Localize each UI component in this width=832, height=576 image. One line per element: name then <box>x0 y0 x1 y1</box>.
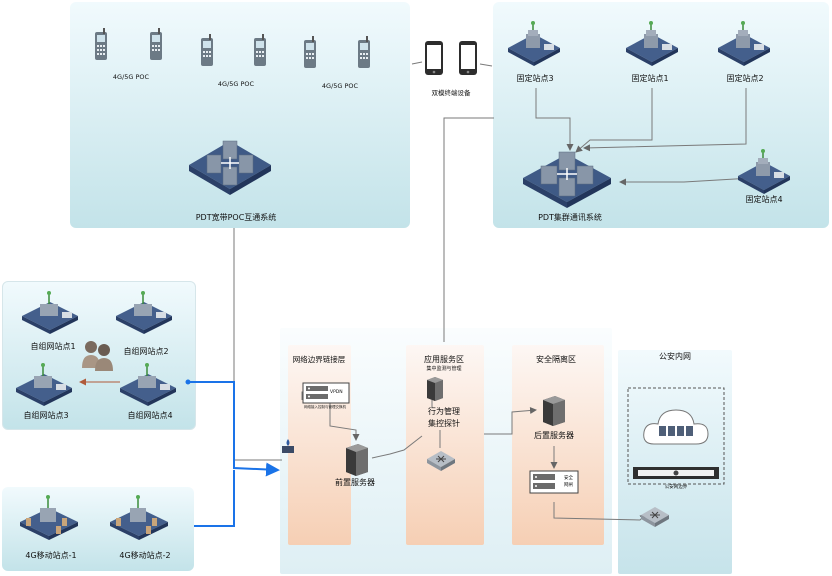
adhoc-site-label: 自组网站点2 <box>123 347 169 356</box>
app-switch-icon <box>426 450 456 477</box>
rear-server-label: 后置服务器 <box>534 431 574 440</box>
mobile-blue-link <box>194 470 235 527</box>
vpdn-down <box>329 400 360 441</box>
station-label: 固定站点1 <box>631 74 669 83</box>
adhoc-site-label: 自组网站点1 <box>30 342 76 351</box>
dual-mode-dashes <box>411 61 493 67</box>
app-to-cluster-link <box>443 117 494 342</box>
phone-icon <box>302 36 318 75</box>
police-device-label: 公安网边界 <box>664 485 688 490</box>
adhoc-site-label: 自组网站点3 <box>23 411 69 420</box>
station-label: 固定站点2 <box>726 74 764 83</box>
gateway-sublabel: 安全 <box>564 476 573 481</box>
front-server-icon <box>344 442 370 481</box>
police-zone-title: 公安内网 <box>659 352 691 361</box>
station1-down <box>575 88 653 153</box>
cloud-icon <box>640 404 712 453</box>
security-gateway-icon <box>529 470 579 499</box>
front-to-app <box>371 435 423 459</box>
mobile-site-label: 4G移动站点-2 <box>119 551 171 560</box>
app-zone <box>406 345 484 545</box>
police-intranet-zone <box>618 350 732 574</box>
phone-icon <box>199 34 215 73</box>
gateway-sublabel: 网闸 <box>564 483 573 488</box>
station3-down <box>535 88 574 151</box>
app-zone-subtitle: 集中监测与管理 <box>426 366 462 372</box>
poc-core-switch-icon <box>185 135 275 204</box>
smartphone-icon <box>458 40 478 81</box>
behavior-server-icon <box>425 376 445 407</box>
vpdn-sublabel: 网络接入控制与管理交换机 <box>304 405 346 409</box>
border-zone-title: 网络边界链接层 <box>292 355 346 364</box>
poc-phone-label: 4G/5G POC <box>321 82 359 90</box>
base-station-icon <box>624 20 680 71</box>
security-zone <box>512 345 604 545</box>
app-zone-title: 应用服务区 <box>424 355 464 364</box>
vpdn-label: VPDN <box>330 390 343 395</box>
gateway-to-police <box>553 502 647 521</box>
app-to-security <box>484 407 537 435</box>
adhoc-site-icon <box>118 362 178 411</box>
phone-icon <box>93 28 109 67</box>
base-station-icon <box>716 20 772 71</box>
adhoc-site-icon <box>114 290 174 339</box>
station2-down <box>583 88 747 152</box>
police-border-device-icon <box>632 466 720 485</box>
poc-system-label: PDT宽带POC互通系统 <box>195 213 277 222</box>
users-icon <box>80 338 116 377</box>
adhoc-blue-link <box>188 381 280 477</box>
poc-system-panel <box>70 2 410 228</box>
phone-icon <box>252 34 268 73</box>
poc-phone-label: 4G/5G POC <box>217 80 255 88</box>
rear-server-icon <box>541 394 567 431</box>
dual-mode-label: 双模终端设备 <box>431 89 471 97</box>
station4-left <box>619 177 753 186</box>
mobile-site-label: 4G移动站点-1 <box>25 551 77 560</box>
vpdn-device-icon <box>302 382 350 409</box>
adhoc-network-panel <box>2 281 196 430</box>
cluster-system-label: PDT集群通讯系统 <box>538 213 602 222</box>
police-switch-icon <box>640 506 670 533</box>
station-label: 固定站点4 <box>745 195 783 204</box>
base-station-icon <box>736 148 792 199</box>
app-server-label: 行为管理 <box>428 407 460 416</box>
front-server-label: 前置服务器 <box>335 478 375 487</box>
mobile-site-icon <box>18 494 80 547</box>
poc-phone-label: 4G/5G POC <box>112 73 150 81</box>
smartphone-icon <box>424 40 444 81</box>
border-zone <box>288 345 351 545</box>
adhoc-site-icon <box>14 362 74 411</box>
security-zone-title: 安全隔离区 <box>536 355 576 364</box>
cluster-core-switch-icon <box>519 148 615 215</box>
base-station-icon <box>506 20 562 71</box>
mobile-site-icon <box>108 494 170 547</box>
phone-icon <box>148 28 164 67</box>
phone-icon <box>356 36 372 75</box>
adhoc-site-label: 自组网站点4 <box>127 411 173 420</box>
poc-to-border-link <box>233 228 282 461</box>
app-probe-label: 集控探针 <box>428 419 460 428</box>
adhoc-site-icon <box>20 290 80 339</box>
firewall-icon <box>281 438 295 459</box>
station-label: 固定站点3 <box>516 74 554 83</box>
